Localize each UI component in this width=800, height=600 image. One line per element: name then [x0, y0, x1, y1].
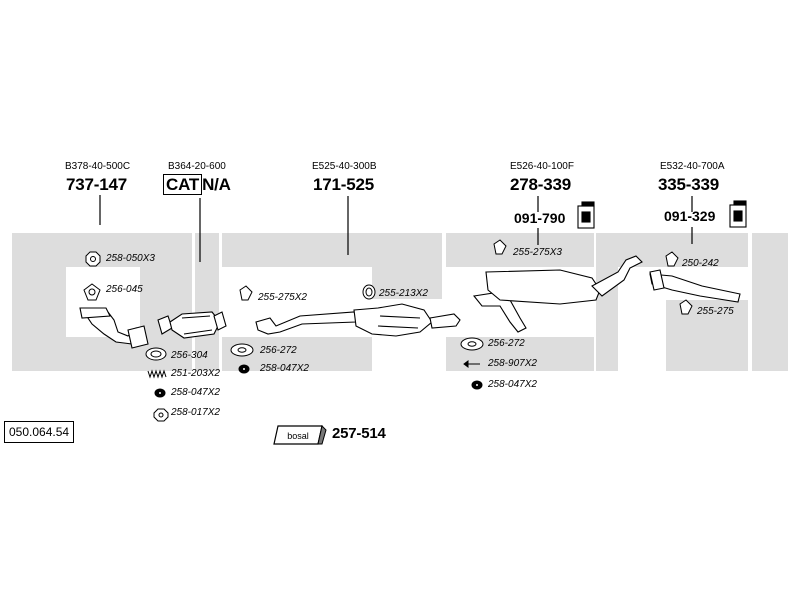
- oem-rear-silencer: E532-40-700A: [660, 161, 725, 172]
- front-pipe-drawing: [79, 307, 149, 349]
- part-label: 258-017X2: [171, 407, 220, 418]
- brand-watermark: [12, 233, 788, 371]
- part-number-centre-pipe: 171-525: [313, 175, 374, 194]
- leader-lines: [99, 195, 693, 262]
- part-label: 255-275: [697, 306, 734, 317]
- part-label: 258-907X2: [488, 358, 537, 369]
- part-label: 256-272: [488, 338, 525, 349]
- oem-catalyst: B364-20-600: [168, 161, 226, 172]
- catalyst-na: N/A: [202, 175, 231, 194]
- kit-box: bosal: [273, 425, 327, 445]
- reference-box: 050.064.54: [4, 421, 75, 443]
- part-number-centre-silencer: 278-339: [510, 175, 571, 194]
- part-label: 256-045: [106, 284, 143, 295]
- mount-number-centre: 091-790: [514, 210, 566, 226]
- kit-number: 257-514: [332, 425, 386, 442]
- oem-front-pipe: B378-40-500C: [65, 161, 131, 172]
- part-number-rear-silencer: 335-339: [658, 175, 719, 194]
- catalyst-drawing: [157, 311, 227, 339]
- part-label: 258-047X2: [171, 387, 220, 398]
- rear-pipe-drawing: [649, 269, 741, 303]
- hardware-icons: [83, 239, 693, 422]
- part-number-front-pipe: 737-147: [66, 175, 127, 194]
- mount-number-rear: 091-329: [664, 208, 716, 224]
- part-label: 256-304: [171, 350, 208, 361]
- part-label: 250-242: [682, 258, 719, 269]
- reference-number: 050.064.54: [9, 425, 70, 439]
- part-label: 258-047X2: [488, 379, 537, 390]
- part-label: 255-213X2: [379, 288, 428, 299]
- part-label: 258-047X2: [260, 363, 309, 374]
- kit-logo: bosal: [287, 431, 309, 441]
- centre-silencer-drawing: [472, 255, 643, 333]
- part-label: 255-275X2: [258, 292, 307, 303]
- part-label: 255-275X3: [513, 247, 562, 258]
- part-label: 256-272: [260, 345, 297, 356]
- part-label: 258-050X3: [106, 253, 155, 264]
- cat-badge: CAT: [163, 174, 203, 195]
- oem-centre-silencer: E526-40-100F: [510, 161, 574, 172]
- centre-pipe-drawing: [255, 303, 461, 337]
- part-label: 251-203X2: [171, 368, 220, 379]
- oem-centre-pipe: E525-40-300B: [312, 161, 377, 172]
- mount-icons: [577, 200, 747, 229]
